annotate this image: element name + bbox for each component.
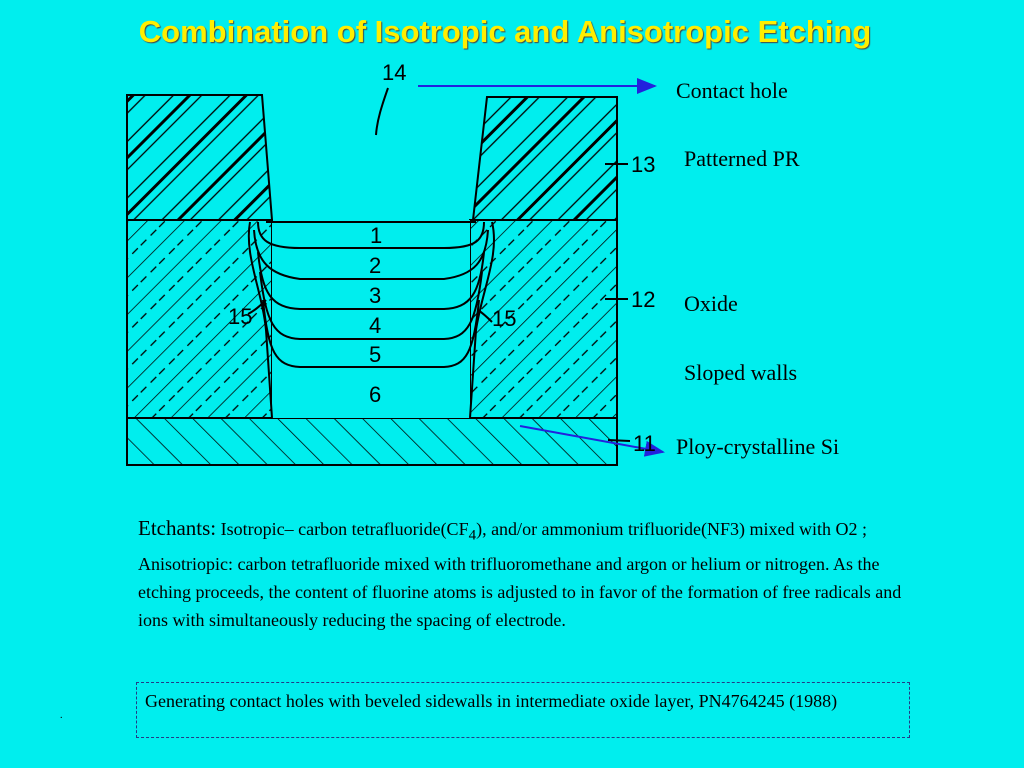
layer-2: 2 <box>369 253 381 278</box>
ref-15-right: 15 <box>492 306 516 331</box>
ref-14: 14 <box>382 60 406 85</box>
label-contact-hole: Contact hole <box>676 78 788 103</box>
leader-15-left <box>247 299 267 315</box>
etchants-rest: mixed with O2 ; Anisotriopic: carbon tet… <box>138 519 902 630</box>
poly-si-layer <box>126 417 618 466</box>
layer-1: 1 <box>370 223 382 248</box>
label-poly-si: Ploy-crystalline Si <box>676 434 840 459</box>
layer-6: 6 <box>369 382 381 407</box>
label-sloped-walls: Sloped walls <box>684 360 798 385</box>
layer-4: 4 <box>369 313 381 338</box>
label-patterned-pr: Patterned PR <box>684 146 800 171</box>
etchants-isotropic-end: ), and/or ammonium trifluoride(NF3) <box>476 519 746 539</box>
dot-mark: . <box>60 710 63 721</box>
etch-profile <box>247 221 496 419</box>
ref-11: 11 <box>633 431 656 456</box>
ref-13: 13 <box>631 152 655 177</box>
etchants-paragraph: Etchants: Isotropic– carbon tetrafluorid… <box>138 514 918 634</box>
layer-5: 5 <box>369 342 381 367</box>
ref-12: 12 <box>631 287 655 312</box>
page-title: Combination of Isotropic and Anisotropic… <box>138 14 872 49</box>
etching-diagram: 14 13 12 11 15 15 1 2 3 4 5 6 <box>126 60 665 466</box>
photoresist-right <box>471 96 618 221</box>
layer-3: 3 <box>369 283 381 308</box>
poly-si-arrow <box>519 425 665 457</box>
etchants-lead: Etchants: <box>138 516 217 540</box>
reference-box: Generating contact holes with beveled si… <box>136 682 910 738</box>
etchants-subscript: 4 <box>468 527 477 544</box>
hole-pointer <box>375 87 389 136</box>
label-oxide: Oxide <box>684 291 738 316</box>
ref-15-left: 15 <box>228 304 252 329</box>
photoresist-left <box>126 94 274 221</box>
leader-11 <box>607 439 631 442</box>
etchants-isotropic: Isotropic– carbon tetrafluoride(CF <box>220 519 469 539</box>
leader-15-right <box>477 309 493 323</box>
